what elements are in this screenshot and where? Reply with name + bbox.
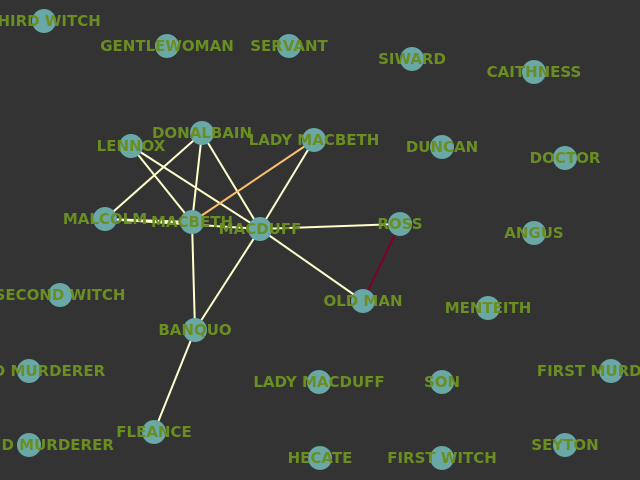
node-second-witch[interactable] (48, 283, 72, 307)
node-siward[interactable] (400, 47, 424, 71)
node-label-lady-macduff: LADY MACDUFF (253, 373, 384, 391)
node-caithness[interactable] (522, 60, 546, 84)
node-son[interactable] (430, 370, 454, 394)
node-old-man[interactable] (351, 289, 375, 313)
node-label-duncan: DUNCAN (406, 138, 478, 156)
edge-banquo-fleance (153, 329, 196, 433)
node-fleance[interactable] (142, 420, 166, 444)
node-first-witch[interactable] (430, 446, 454, 470)
node-label-first-murderer: FIRST MURDERER (537, 362, 640, 380)
node-third-witch[interactable] (32, 9, 56, 33)
nodes-group (17, 9, 623, 470)
edge-macduff-old-man (259, 228, 364, 302)
edges-group (104, 132, 401, 433)
node-servant[interactable] (277, 34, 301, 58)
node-donalbain[interactable] (190, 121, 214, 145)
node-label-doctor: DOCTOR (530, 149, 601, 167)
node-label-son: SON (424, 373, 460, 391)
node-lennox[interactable] (119, 134, 143, 158)
edge-donalbain-macduff (201, 132, 261, 230)
node-label-hecate: HECATE (288, 449, 353, 467)
node-banquo[interactable] (183, 318, 207, 342)
node-label-ross: ROSS (377, 215, 422, 233)
node-label-donalbain: DONALBAIN (152, 124, 252, 142)
edge-macbeth-banquo (191, 221, 196, 331)
node-angus[interactable] (522, 221, 546, 245)
labels-group: THIRD WITCH GENTLEWOMAN SERVANT SIWARD CAITH… (0, 12, 640, 467)
node-second-murderer[interactable] (17, 433, 41, 457)
node-duncan[interactable] (430, 135, 454, 159)
edge-lennox-macbeth (130, 145, 193, 223)
edge-macduff-ross (259, 223, 401, 230)
node-hecate[interactable] (308, 446, 332, 470)
node-lady-macduff[interactable] (307, 370, 331, 394)
node-label-banquo: BANQUO (158, 321, 231, 339)
node-label-macduff: MACDUFF (219, 220, 302, 238)
node-doctor[interactable] (553, 146, 577, 170)
edge-macduff-banquo (194, 228, 261, 331)
node-label-third-witch: THIRD WITCH (0, 12, 101, 30)
node-label-macbeth: MACBETH (151, 213, 233, 231)
node-lady-macbeth[interactable] (302, 128, 326, 152)
node-label-old-man: OLD MAN (323, 292, 402, 310)
edge-lady-macbeth-macduff (259, 139, 315, 230)
edge-donalbain-macbeth (191, 132, 203, 223)
node-label-seyton: SEYTON (531, 436, 598, 454)
node-gentlewoman[interactable] (155, 34, 179, 58)
node-label-menteith: MENTEITH (445, 299, 532, 317)
node-label-lennox: LENNOX (97, 137, 166, 155)
node-label-angus: ANGUS (504, 224, 563, 242)
edge-ross-old-man (362, 223, 401, 302)
node-menteith[interactable] (476, 296, 500, 320)
node-ross[interactable] (388, 212, 412, 236)
node-label-siward: SIWARD (378, 50, 446, 68)
node-macbeth[interactable] (180, 210, 204, 234)
node-label-caithness: CAITHNESS (487, 63, 582, 81)
node-seyton[interactable] (553, 433, 577, 457)
node-label-lady-macbeth: LADY MACBETH (249, 131, 380, 149)
node-label-servant: SERVANT (250, 37, 328, 55)
node-label-second-murderer: SECOND MURDERER (0, 436, 114, 454)
node-macduff[interactable] (248, 217, 272, 241)
edge-lady-macbeth-macbeth (191, 139, 315, 223)
node-malcolm[interactable] (93, 207, 117, 231)
node-label-third-murderer: THIRD MURDERER (0, 362, 106, 380)
node-third-murderer[interactable] (17, 359, 41, 383)
node-label-malcolm: MALCOLM (63, 210, 147, 228)
node-label-first-witch: FIRST WITCH (387, 449, 497, 467)
node-label-fleance: FLEANCE (116, 423, 191, 441)
edge-donalbain-malcolm (104, 132, 203, 220)
node-label-gentlewoman: GENTLEWOMAN (100, 37, 234, 55)
node-label-second-witch: SECOND WITCH (0, 286, 125, 304)
node-first-murderer[interactable] (599, 359, 623, 383)
